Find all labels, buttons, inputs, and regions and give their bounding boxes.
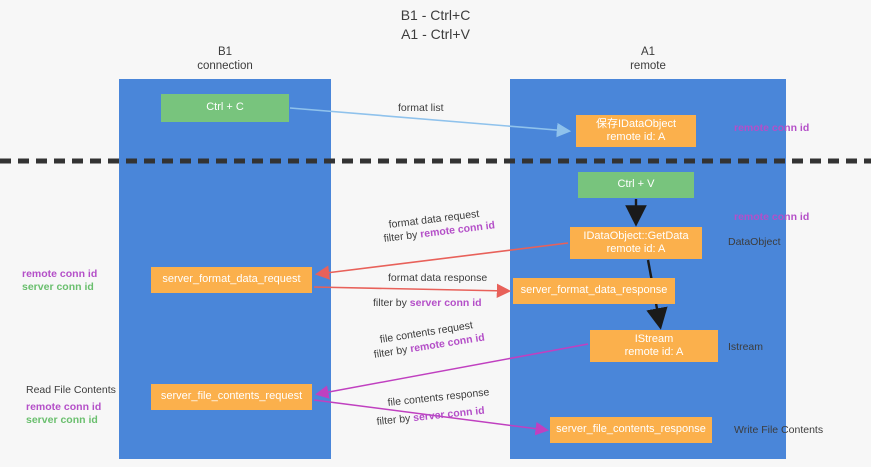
note-istream: Istream	[728, 341, 764, 353]
node-getdata-line-2: remote id: A	[606, 243, 666, 255]
note-write-file-contents: Write File Contents	[734, 424, 824, 436]
filter-by-text-2: filter by	[373, 297, 410, 309]
title-line-1: B1 - Ctrl+C	[400, 7, 471, 23]
edge-label-format-data-response: format data response	[388, 272, 488, 284]
filter-by-text-4: filter by	[376, 412, 414, 428]
node-server-format-data-request-label: server_format_data_request	[162, 273, 301, 286]
node-ctrl-c[interactable]: Ctrl + C	[161, 94, 289, 122]
column-header-b1-name: B1	[217, 46, 233, 58]
node-ctrl-v[interactable]: Ctrl + V	[578, 172, 694, 198]
note-remote-conn-id-left-1: remote conn id	[22, 268, 98, 280]
title-line-2: A1 - Ctrl+V	[401, 26, 470, 42]
node-idataobject[interactable]: 保存IDataObject remote id: A	[576, 115, 696, 147]
note-conn-ids-bottom-left: remote conn id server conn id	[26, 401, 101, 427]
note-read-file-contents: Read File Contents	[26, 384, 116, 396]
node-getdata-line-1: IDataObject::GetData	[583, 229, 689, 242]
server-conn-id-text-2: server conn id	[412, 404, 486, 425]
column-header-b1-sub: connection	[197, 59, 253, 72]
edge-label-filter-server-conn-id-1: filter by server conn id	[373, 297, 482, 310]
node-idataobject-getdata[interactable]: IDataObject::GetData remote id: A	[570, 227, 702, 259]
node-ctrl-v-label: Ctrl + V	[617, 178, 655, 191]
note-server-conn-id-left-2: server conn id	[26, 414, 98, 426]
note-remote-conn-id-left-2: remote conn id	[26, 401, 102, 413]
node-idataobject-line-2: remote id: A	[606, 131, 666, 143]
note-conn-ids-middle-left: remote conn id server conn id	[22, 268, 97, 294]
column-header-a1-name: A1	[640, 46, 656, 58]
node-server-format-data-response-label: server_format_data_response	[520, 284, 668, 297]
column-header-b1: B1 connection	[145, 46, 305, 73]
filter-by-text-3: filter by	[373, 343, 412, 361]
node-idataobject-line-1: 保存IDataObject	[595, 117, 677, 130]
node-istream-line-2: remote id: A	[624, 346, 684, 358]
edge-label-format-list: format list	[398, 102, 444, 114]
note-server-conn-id-left-1: server conn id	[22, 281, 94, 293]
node-server-format-data-response[interactable]: server_format_data_response	[513, 278, 675, 304]
column-header-a1: A1 remote	[568, 46, 728, 73]
node-ctrl-c-label: Ctrl + C	[206, 101, 244, 114]
node-server-file-contents-request-label: server_file_contents_request	[160, 390, 303, 403]
node-istream-line-1: IStream	[634, 332, 674, 345]
column-header-a1-sub: remote	[630, 59, 666, 72]
node-server-file-contents-response-label: server_file_contents_response	[556, 423, 706, 436]
node-server-file-contents-request[interactable]: server_file_contents_request	[151, 384, 312, 410]
node-server-format-data-request[interactable]: server_format_data_request	[151, 267, 312, 293]
server-conn-id-text-1: server conn id	[409, 297, 482, 309]
note-remote-conn-id-top: remote conn id	[734, 122, 810, 134]
page-title: B1 - Ctrl+C A1 - Ctrl+V	[0, 6, 871, 44]
note-dataobject: DataObject	[728, 236, 781, 248]
node-server-file-contents-response[interactable]: server_file_contents_response	[550, 417, 712, 443]
node-istream[interactable]: IStream remote id: A	[590, 330, 718, 362]
note-remote-conn-id-middle: remote conn id	[734, 211, 810, 223]
